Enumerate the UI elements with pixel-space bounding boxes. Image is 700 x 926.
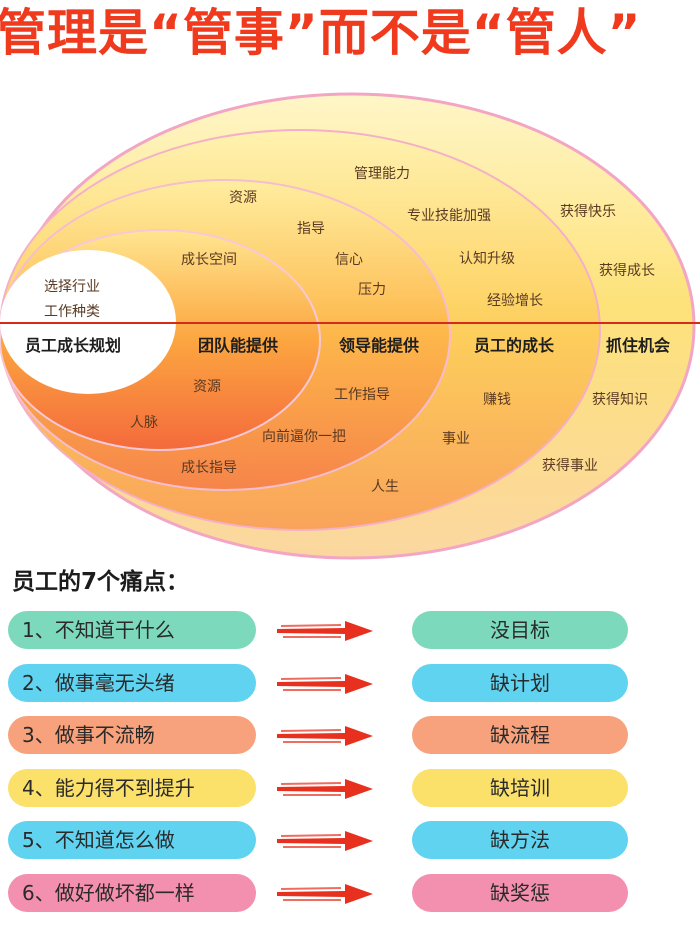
page-title: 管理是“管事”而不是“管人” [0, 4, 642, 62]
growth-circles-diagram: 员工成长规划 团队能提供 领导能提供 员工的成长 抓住机会 选择行业 工作种类 … [0, 92, 700, 560]
pain-point-problem: 5、不知道怎么做 [8, 821, 256, 859]
label-r1-bottom-1: 资源 [193, 379, 221, 395]
header-leader-provides: 领导能提供 [339, 336, 419, 355]
label-r2-top-1: 资源 [229, 190, 257, 206]
pain-point-cause: 缺计划 [412, 664, 628, 702]
right-arrow-icon [277, 621, 373, 641]
header-seize-chance: 抓住机会 [606, 336, 670, 355]
pain-point-cause: 缺流程 [412, 716, 628, 754]
right-arrow-icon [277, 674, 373, 694]
label-r2-bottom-3: 成长指导 [181, 460, 237, 476]
right-arrow-icon [277, 779, 373, 799]
pain-point-row: 2、做事毫无头绪 缺计划 [0, 664, 700, 704]
label-r2-top-4: 压力 [358, 282, 386, 298]
label-r1-bottom-2: 人脉 [130, 415, 158, 431]
label-r3-top-4: 经验增长 [487, 293, 543, 309]
label-r2-top-3: 信心 [335, 252, 363, 268]
right-arrow-icon [277, 831, 373, 851]
label-r4-top-2: 获得成长 [599, 262, 655, 279]
pain-point-row: 3、做事不流畅 缺流程 [0, 716, 700, 756]
header-employee-growth: 员工的成长 [474, 336, 555, 355]
pain-point-problem: 3、做事不流畅 [8, 716, 256, 754]
label-r3-top-3: 认知升级 [459, 250, 515, 267]
pain-point-row: 6、做好做坏都一样 缺奖惩 [0, 874, 700, 914]
label-core-2: 工作种类 [44, 304, 100, 320]
pain-point-row: 5、不知道怎么做 缺方法 [0, 821, 700, 861]
label-r3-bottom-1: 赚钱 [483, 392, 511, 408]
label-r4-top-1: 获得快乐 [560, 203, 616, 220]
label-core-1: 选择行业 [44, 279, 100, 295]
label-r3-top-2: 专业技能加强 [407, 208, 491, 224]
right-arrow-icon [277, 726, 373, 746]
pain-point-cause: 没目标 [412, 611, 628, 649]
pain-point-problem: 2、做事毫无头绪 [8, 664, 256, 702]
pain-point-row: 4、能力得不到提升 缺培训 [0, 769, 700, 809]
right-arrow-icon [277, 884, 373, 904]
pain-point-row: 1、不知道干什么 没目标 [0, 611, 700, 651]
section-title: 员工的7个痛点： [12, 569, 190, 595]
label-r3-bottom-3: 人生 [371, 479, 399, 495]
pain-point-problem: 6、做好做坏都一样 [8, 874, 256, 912]
label-r2-bottom-2: 向前逼你一把 [262, 428, 346, 445]
label-r4-bottom-2: 获得事业 [542, 457, 598, 474]
pain-point-cause: 缺培训 [412, 769, 628, 807]
header-growth-plan: 员工成长规划 [25, 336, 121, 355]
label-r2-top-2: 指导 [297, 221, 325, 237]
pain-point-cause: 缺方法 [412, 821, 628, 859]
label-r1-top-1: 成长空间 [181, 252, 237, 268]
label-r3-bottom-2: 事业 [442, 431, 470, 447]
pain-point-problem: 4、能力得不到提升 [8, 769, 256, 807]
pain-point-problem: 1、不知道干什么 [8, 611, 256, 649]
label-r3-top-1: 管理能力 [354, 166, 410, 182]
header-team-provides: 团队能提供 [198, 336, 278, 355]
label-r2-bottom-1: 工作指导 [334, 387, 390, 403]
label-r4-bottom-1: 获得知识 [592, 391, 648, 408]
pain-point-cause: 缺奖惩 [412, 874, 628, 912]
